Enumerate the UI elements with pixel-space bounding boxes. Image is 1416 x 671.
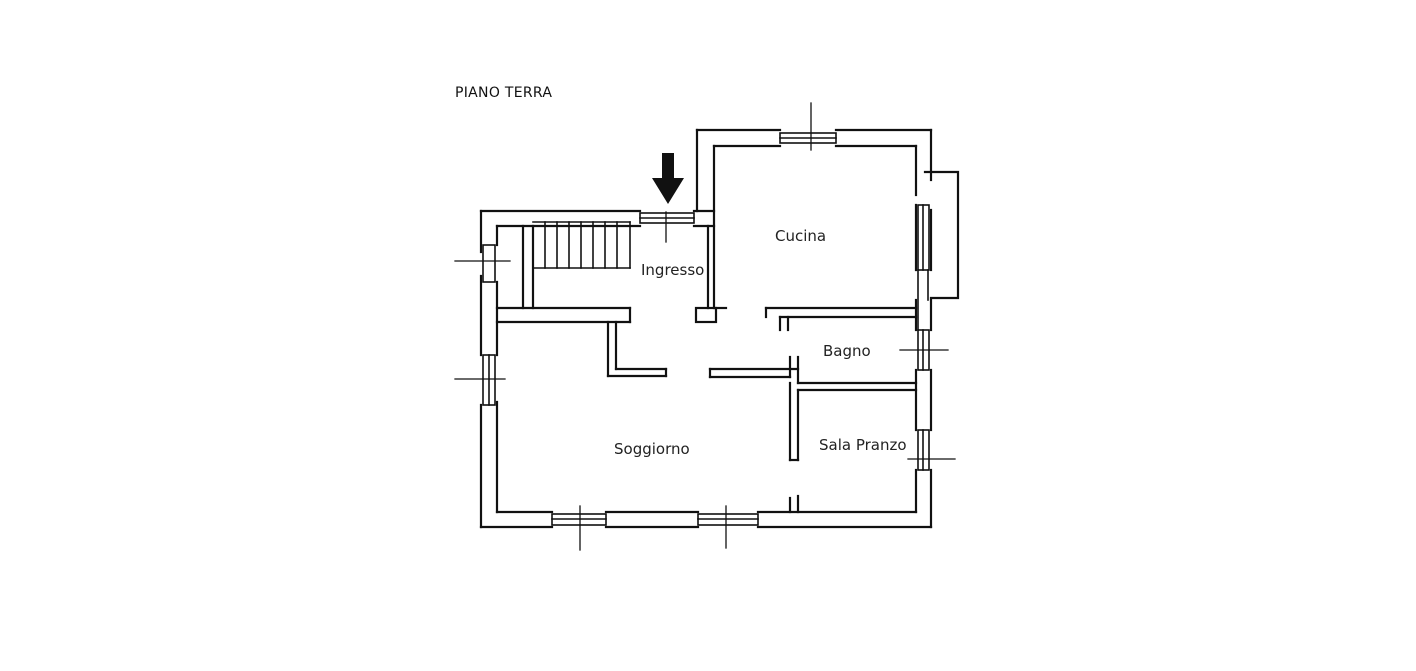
stairs: [532, 221, 631, 269]
room-label-cucina: Cucina: [775, 227, 827, 245]
interior-walls: [495, 224, 918, 514]
entrance-arrow-icon: [652, 153, 684, 204]
outer-walls: [479, 128, 933, 529]
floor-title: PIANO TERRA: [455, 85, 553, 101]
opening-markers: [454, 102, 956, 551]
room-label-bagno: Bagno: [823, 342, 871, 360]
room-label-sala-pranzo: Sala Pranzo: [819, 436, 907, 454]
balcony: [923, 170, 960, 300]
room-label-ingresso: Ingresso: [641, 261, 705, 279]
windows: [482, 132, 930, 526]
room-label-soggiorno: Soggiorno: [614, 440, 690, 458]
